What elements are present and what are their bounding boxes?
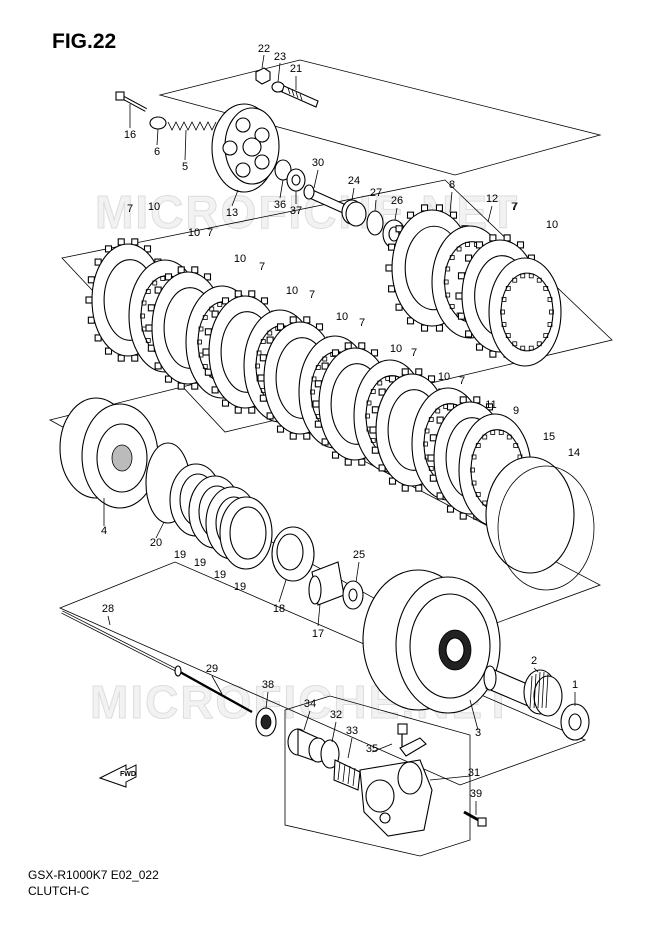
callout-10: 10 bbox=[546, 219, 558, 231]
callout-24: 24 bbox=[348, 175, 360, 187]
pressure-plate-frame bbox=[158, 59, 602, 176]
pressure-plate bbox=[211, 103, 280, 193]
callout-27: 27 bbox=[370, 187, 382, 199]
clutch-sleeve-hub bbox=[59, 397, 159, 509]
leader-lines bbox=[103, 54, 576, 815]
washer-27 bbox=[366, 210, 384, 236]
callout-6: 6 bbox=[154, 146, 160, 158]
callout-26: 26 bbox=[391, 195, 403, 207]
callout-7: 7 bbox=[309, 289, 315, 301]
callout-10: 10 bbox=[286, 285, 298, 297]
callout-37: 37 bbox=[290, 205, 302, 217]
callout-25: 25 bbox=[353, 549, 365, 561]
wire-ring-15 bbox=[485, 456, 575, 574]
callout-10: 10 bbox=[336, 311, 348, 323]
release-cylinder-31 bbox=[359, 759, 433, 837]
callout-12: 12 bbox=[486, 193, 498, 205]
callout-10: 10 bbox=[438, 371, 450, 383]
callout-7: 7 bbox=[359, 317, 365, 329]
pushrod-frame bbox=[58, 561, 587, 786]
callout-17: 17 bbox=[312, 628, 324, 640]
fwd-label: FWD bbox=[120, 771, 136, 778]
callout-7: 7 bbox=[512, 201, 518, 213]
callout-14: 14 bbox=[568, 447, 580, 459]
callout-20: 20 bbox=[150, 537, 162, 549]
callout-34: 34 bbox=[304, 698, 316, 710]
boot-33 bbox=[333, 759, 361, 791]
model-code: GSX-R1000K7 E02_022 bbox=[28, 868, 159, 882]
callout-30: 30 bbox=[312, 157, 324, 169]
figure-title: FIG.22 bbox=[52, 30, 117, 53]
callout-7: 7 bbox=[259, 261, 265, 273]
callout-21: 21 bbox=[290, 63, 302, 75]
callout-9: 9 bbox=[513, 405, 519, 417]
clutch-plates bbox=[85, 204, 595, 591]
washer-25-bore bbox=[348, 588, 358, 602]
callout-5: 5 bbox=[182, 161, 188, 173]
callout-11: 11 bbox=[485, 399, 496, 411]
callout-7: 7 bbox=[459, 375, 465, 387]
outer-plate-4 bbox=[488, 257, 562, 367]
callout-29: 29 bbox=[206, 663, 218, 675]
callout-39: 39 bbox=[470, 788, 482, 800]
callout-31: 31 bbox=[468, 767, 480, 779]
callout-8: 8 bbox=[449, 179, 455, 191]
callout-19: 19 bbox=[194, 557, 206, 569]
clutch-housing bbox=[362, 569, 501, 714]
callout-28: 28 bbox=[102, 603, 114, 615]
callout-18: 18 bbox=[273, 603, 285, 615]
oil-seal-38 bbox=[255, 707, 277, 737]
judder-spring-rings bbox=[169, 463, 273, 570]
callout-10: 10 bbox=[390, 343, 402, 355]
release-cylinder-frame bbox=[284, 695, 471, 857]
judder-ring-4 bbox=[219, 496, 273, 570]
callout-19: 19 bbox=[174, 549, 186, 561]
pushrod-29 bbox=[179, 670, 253, 714]
diagram-caption: CLUTCH-C bbox=[28, 884, 90, 898]
callout-7: 7 bbox=[127, 203, 133, 215]
callout-36: 36 bbox=[274, 199, 286, 211]
callout-10: 10 bbox=[188, 227, 200, 239]
callout-32: 32 bbox=[330, 709, 342, 721]
callout-4: 4 bbox=[101, 525, 107, 537]
callout-7: 7 bbox=[411, 347, 417, 359]
callout-16: 16 bbox=[124, 129, 136, 141]
callout-33: 33 bbox=[346, 725, 358, 737]
callout-2: 2 bbox=[531, 655, 537, 667]
fwd-arrow-icon: FWD bbox=[98, 764, 137, 788]
callout-19: 19 bbox=[234, 581, 246, 593]
callout-23: 23 bbox=[274, 51, 286, 63]
callout-10: 10 bbox=[234, 253, 246, 265]
callout-7: 7 bbox=[207, 227, 213, 239]
thrust-washer-1-bore bbox=[568, 713, 582, 731]
bleeder-cap-35 bbox=[399, 737, 427, 757]
callout-22: 22 bbox=[258, 43, 270, 55]
callout-1: 1 bbox=[572, 679, 578, 691]
lower-plate-pack-frame bbox=[48, 379, 601, 641]
hub-18 bbox=[271, 526, 315, 582]
callout-10: 10 bbox=[148, 201, 160, 213]
bearing-24 bbox=[341, 199, 367, 227]
piston-34 bbox=[287, 728, 328, 763]
callout-35: 35 bbox=[366, 743, 378, 755]
needle-bearing-2 bbox=[523, 669, 563, 717]
callout-15: 15 bbox=[543, 431, 555, 443]
release-rack bbox=[281, 85, 319, 108]
lock-nut bbox=[255, 67, 271, 85]
callout-13: 13 bbox=[226, 207, 238, 219]
callout-7: 7 bbox=[511, 201, 517, 213]
callout-19: 19 bbox=[214, 569, 226, 581]
callout-3: 3 bbox=[475, 727, 481, 739]
bearing-37-bore bbox=[291, 174, 301, 186]
cam-17 bbox=[308, 561, 345, 606]
callout-38: 38 bbox=[262, 679, 274, 691]
spring-washer bbox=[149, 116, 167, 130]
bolt-39 bbox=[463, 810, 487, 827]
clutch-spring bbox=[167, 121, 217, 131]
wire-ring-14 bbox=[497, 465, 595, 591]
clutch-spring-bolt bbox=[115, 91, 147, 112]
